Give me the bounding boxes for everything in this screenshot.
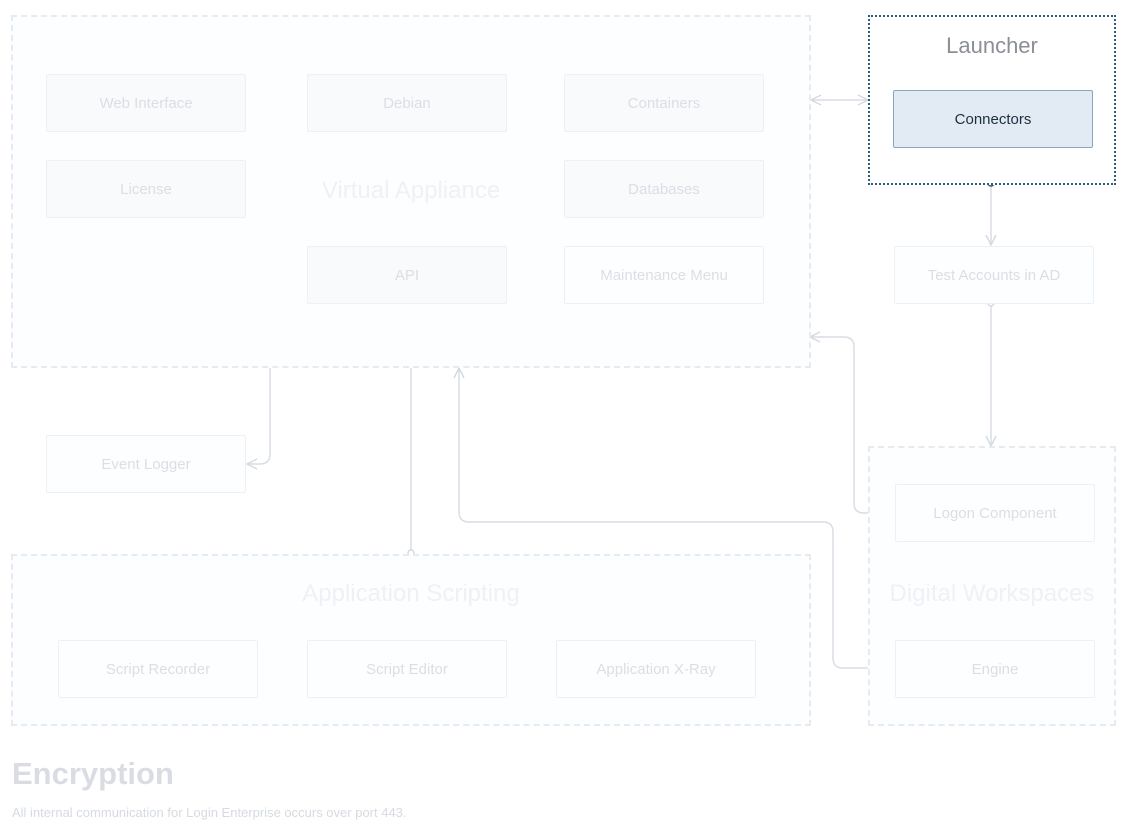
node-api[interactable]: API [307, 246, 507, 304]
node-containers[interactable]: Containers [564, 74, 764, 132]
group-title-application-scripting: Application Scripting [302, 580, 520, 607]
node-event-logger[interactable]: Event Logger [46, 435, 246, 493]
encryption-note: All internal communication for Login Ent… [12, 805, 407, 820]
group-title-digital-workspaces: Digital Workspaces [889, 580, 1095, 607]
node-script-editor[interactable]: Script Editor [307, 640, 507, 698]
node-debian[interactable]: Debian [307, 74, 507, 132]
node-application-xray[interactable]: Application X-Ray [556, 640, 756, 698]
node-connectors[interactable]: Connectors [893, 90, 1093, 148]
group-title-virtual-appliance: Virtual Appliance [321, 177, 501, 204]
encryption-heading: Encryption [12, 756, 174, 791]
node-databases[interactable]: Databases [564, 160, 764, 218]
node-maintenance-menu[interactable]: Maintenance Menu [564, 246, 764, 304]
node-logon-component[interactable]: Logon Component [895, 484, 1095, 542]
node-script-recorder[interactable]: Script Recorder [58, 640, 258, 698]
node-license[interactable]: License [46, 160, 246, 218]
group-title-launcher: Launcher [946, 33, 1038, 58]
node-engine[interactable]: Engine [895, 640, 1095, 698]
node-web-interface[interactable]: Web Interface [46, 74, 246, 132]
node-test-accounts[interactable]: Test Accounts in AD [894, 246, 1094, 304]
